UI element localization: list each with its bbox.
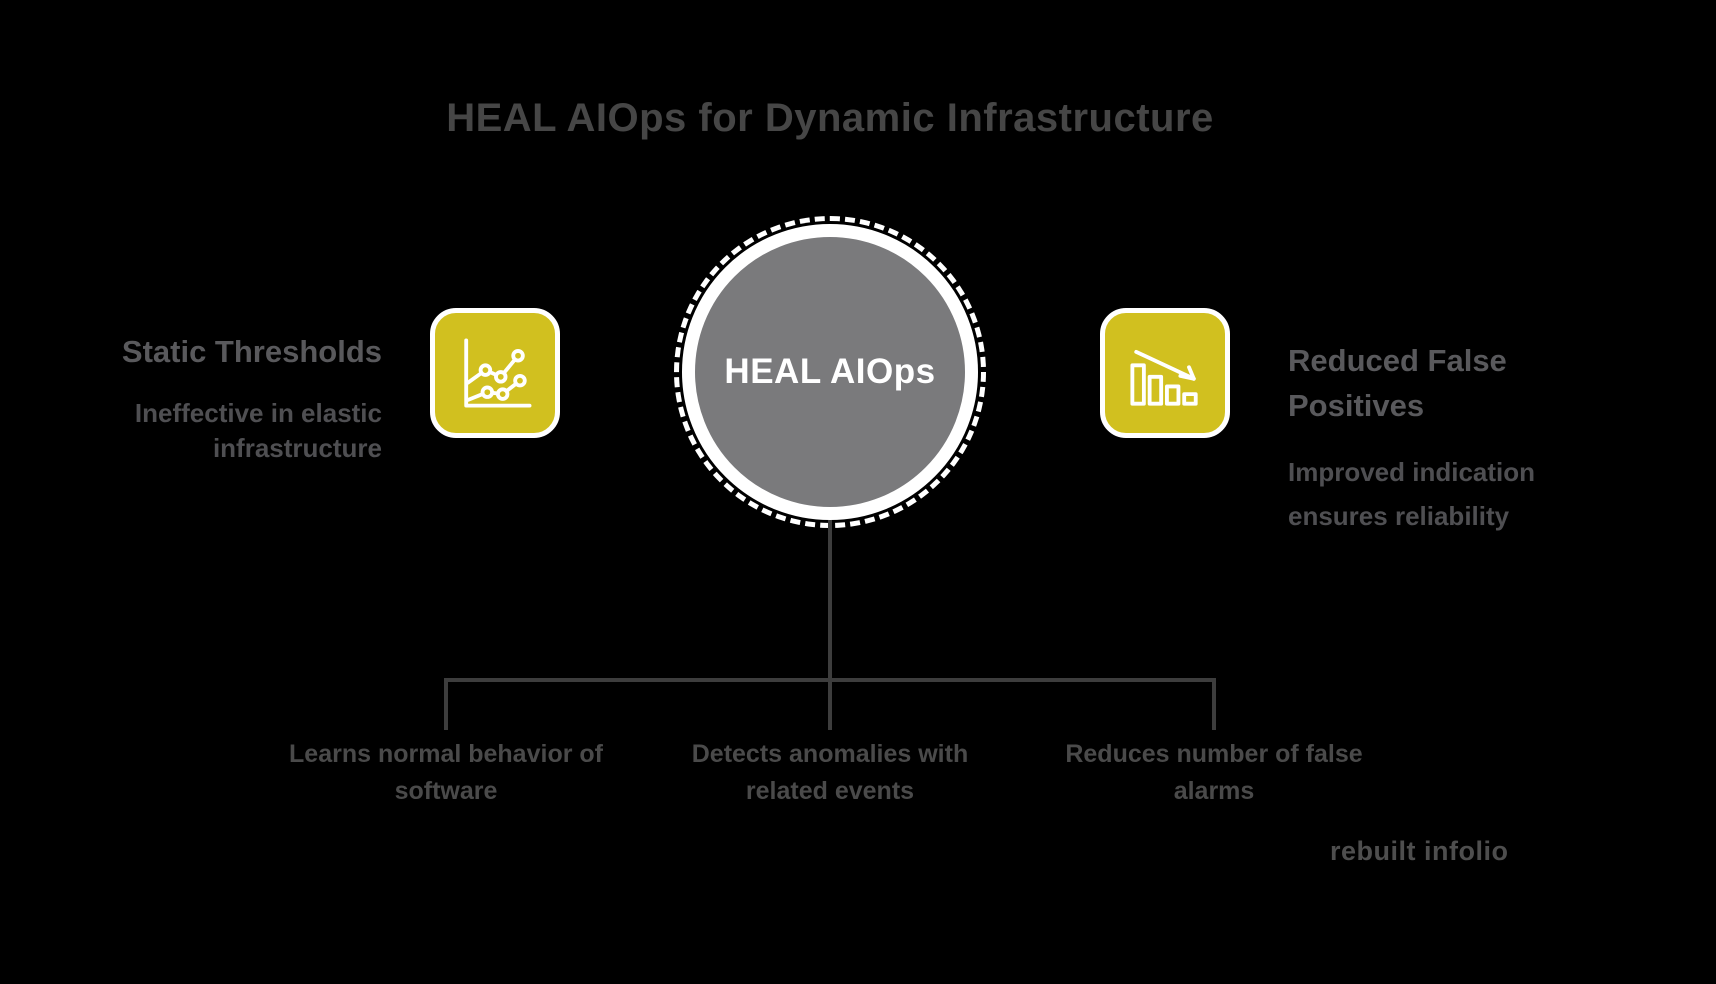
left-panel-text: Static Thresholds Ineffective in elastic…	[40, 334, 382, 466]
branch-label-right: Reduces number of false alarms	[1034, 736, 1394, 810]
connector-drop-middle	[828, 682, 832, 730]
right-panel-heading-line2: Positives	[1288, 388, 1425, 423]
watermark: rebuilt infolio	[1330, 836, 1509, 866]
branch-label-right-line1: Reduces number of false	[1065, 740, 1363, 768]
branch-label-left-line2: software	[394, 777, 498, 805]
right-icon-square	[1100, 308, 1230, 438]
connector-drop-right	[1212, 682, 1216, 730]
left-panel-heading: Static Thresholds	[121, 334, 382, 369]
trend-line-chart-icon	[447, 325, 543, 421]
branch-label-middle-line1: Detects anomalies with	[691, 740, 969, 768]
right-panel-subtext: Improved indication ensures reliability	[1288, 450, 1638, 538]
branch-label-left-line1: Learns normal behavior of	[289, 740, 603, 768]
connector-bar	[444, 678, 1216, 682]
left-icon-square	[430, 308, 560, 438]
branch-label-middle-line2: related events	[745, 777, 915, 805]
center-node: HEAL AIOps	[674, 216, 986, 528]
branch-label-left: Learns normal behavior of software	[266, 736, 626, 810]
right-panel-subtext-line1: Improved indication	[1288, 457, 1536, 487]
left-panel-subtext: Ineffective in elastic infrastructure	[40, 396, 382, 466]
right-panel-heading: Reduced False Positives	[1288, 338, 1638, 428]
right-panel-heading-line1: Reduced False	[1288, 343, 1507, 378]
center-node-label: HEAL AIOps	[724, 352, 936, 391]
left-panel-subtext-line2: infrastructure	[212, 433, 382, 463]
declining-bar-chart-icon	[1117, 325, 1213, 421]
right-panel-subtext-line2: ensures reliability	[1288, 501, 1510, 531]
connector-stem	[828, 520, 832, 680]
connector-drop-left	[444, 682, 448, 730]
branch-label-right-line2: alarms	[1173, 777, 1255, 805]
right-panel-text: Reduced False Positives Improved indicat…	[1288, 338, 1638, 538]
branch-label-middle: Detects anomalies with related events	[650, 736, 1010, 810]
left-panel-subtext-line1: Ineffective in elastic	[134, 398, 382, 428]
page-title: HEAL AIOps for Dynamic Infrastructure	[446, 96, 1214, 140]
